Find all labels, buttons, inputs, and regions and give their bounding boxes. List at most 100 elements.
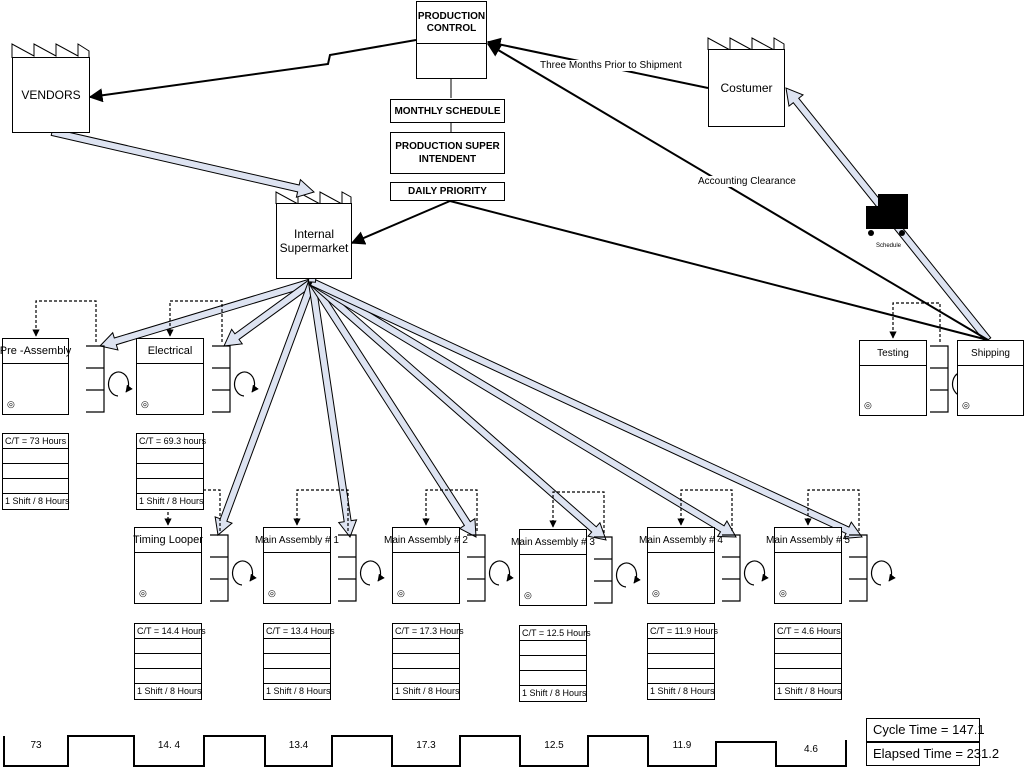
main-assembly-1-title: Main Assembly # 1 — [255, 528, 339, 553]
timeline-value: 13.4 — [288, 740, 309, 751]
production-control-box: PRODUCTION CONTROL — [416, 1, 487, 79]
daily-priority-to-shipping-line — [449, 200, 989, 341]
daily-priority-box: DAILY PRIORITY — [390, 182, 505, 201]
daily-priority-to-supermarket-line — [350, 200, 451, 245]
electrical-rotation-arrow — [233, 371, 259, 397]
main-assembly-1-process-box: Main Assembly # 1 ◎ — [255, 527, 339, 604]
three-months-label: Three Months Prior to Shipment — [540, 60, 682, 71]
timing-looper-process-box: Timing Looper◎ — [133, 527, 203, 604]
cycle-time-box: Cycle Time = 147.1 — [866, 718, 985, 742]
push-arrow-main-assembly-1 — [307, 280, 358, 539]
push-arrow-main-assembly-5 — [309, 278, 863, 540]
timeline-value: 73 — [30, 740, 42, 751]
push-arrow-electrical — [223, 278, 315, 347]
shift-cell: 1 Shift / 8 Hours — [395, 686, 460, 696]
main-assembly-5-supermarket-stack — [849, 534, 868, 602]
main-assembly-5-rotation-arrow — [870, 560, 896, 586]
electrical-kanban-loop — [166, 300, 223, 342]
push-arrow-main-assembly-4 — [309, 278, 737, 538]
blank-cell — [135, 639, 201, 654]
operator-icon: ◎ — [524, 590, 532, 600]
main-assembly-1-supermarket-stack — [338, 534, 357, 602]
main-assembly-5-title: Main Assembly # 5 — [766, 528, 850, 553]
production-super-box: PRODUCTION SUPER INTENDENT — [390, 132, 505, 174]
shipping-process-box: Shipping◎ — [957, 340, 1024, 416]
main-assembly-4-title: Main Assembly # 4 — [639, 528, 723, 553]
blank-cell — [3, 464, 68, 479]
timing-looper-supermarket-stack — [210, 534, 229, 602]
electrical-title: Electrical — [137, 339, 203, 364]
shift-cell: 1 Shift / 8 Hours — [266, 686, 331, 696]
production-super-line1: PRODUCTION SUPER — [395, 141, 500, 152]
main-assembly-2-process-box: Main Assembly # 2◎ — [384, 527, 468, 604]
timeline-value: 17.3 — [416, 740, 436, 751]
push-arrow-main-assembly-3 — [308, 278, 607, 541]
blank-cell — [520, 656, 586, 671]
blank-cell — [520, 641, 586, 656]
main-assembly-4-process-box: Main Assembly # 4◎ — [639, 527, 723, 604]
main-assembly-3-rotation-arrow — [615, 562, 641, 588]
blank-cell — [648, 639, 714, 654]
timeline-line — [3, 735, 847, 767]
customer-factory: Costumer — [708, 49, 785, 127]
blank-cell — [135, 669, 201, 684]
timeline-value: 12.5 — [544, 740, 564, 751]
main-assembly-2-supermarket-stack — [467, 534, 486, 602]
pre-assembly-supermarket-stack — [86, 345, 105, 413]
operator-icon: ◎ — [268, 588, 276, 598]
prod-control-to-vendors-line — [88, 39, 417, 103]
process-decorations — [32, 300, 977, 604]
cycle-time-cell: C/T = 4.6 Hours — [775, 624, 841, 639]
pre-assembly-process-box: Pre -Assembly◎ — [0, 338, 71, 415]
cycle-time-cell: C/T = 11.9 Hours — [648, 624, 718, 639]
main-assembly-1-rotation-arrow — [359, 560, 385, 586]
supermarket-line1: Internal — [293, 227, 335, 241]
blank-cell — [648, 669, 714, 684]
operator-icon: ◎ — [779, 588, 787, 598]
main-assembly-3-kanban-loop — [549, 491, 605, 533]
blank-cell — [264, 639, 330, 654]
shipping-to-prod-control-line — [486, 43, 989, 341]
timeline-value: 11.9 — [672, 740, 692, 751]
cycle-time-cell: C/T = 14.4 Hours — [135, 624, 206, 639]
pre-assembly-kanban-loop — [32, 300, 97, 342]
truck-icon — [866, 194, 908, 236]
main-assembly-3-process-box: Main Assembly # 3◎ — [511, 529, 595, 606]
blank-cell — [520, 671, 586, 686]
main-assembly-4-data-box: C/T = 11.9 Hours 1 Shift / 8 Hours — [647, 623, 718, 700]
blank-cell — [3, 449, 68, 464]
testing-process-box: Testing◎ — [859, 340, 927, 416]
main-assembly-2-rotation-arrow — [488, 560, 514, 586]
shift-cell: 1 Shift / 8 Hours — [650, 686, 715, 696]
production-control-line2: CONTROL — [426, 22, 477, 34]
push-arrow-main-assembly-2 — [308, 279, 477, 538]
blank-cell — [648, 654, 714, 669]
push-arrows — [50, 87, 992, 541]
operator-icon: ◎ — [139, 588, 147, 598]
customer-factory-roof — [707, 37, 785, 51]
blank-cell — [137, 449, 203, 464]
shift-cell: 1 Shift / 8 Hours — [522, 688, 587, 698]
shipping-title: Shipping — [958, 341, 1023, 366]
vendors-label: VENDORS — [21, 88, 81, 102]
vendors-factory: VENDORS — [12, 57, 90, 133]
main-assembly-4-rotation-arrow — [743, 560, 769, 586]
cycle-time-cell: C/T = 69.3 hours — [137, 434, 206, 449]
testing-supermarket-stack — [930, 345, 949, 413]
testing-kanban-loop — [889, 302, 941, 342]
cycle-time-cell: C/T = 13.4 Hours — [264, 624, 335, 639]
blank-cell — [137, 464, 203, 479]
operator-icon: ◎ — [141, 399, 149, 409]
blank-cell — [135, 654, 201, 669]
timing-looper-rotation-arrow — [231, 560, 257, 586]
blank-cell — [775, 669, 841, 684]
blank-cell — [137, 479, 203, 494]
internal-supermarket-factory: Internal Supermarket — [276, 203, 352, 279]
accounting-clearance-label: Accounting Clearance — [698, 176, 796, 187]
blank-cell — [775, 639, 841, 654]
operator-icon: ◎ — [397, 588, 405, 598]
shift-cell: 1 Shift / 8 Hours — [139, 496, 204, 506]
